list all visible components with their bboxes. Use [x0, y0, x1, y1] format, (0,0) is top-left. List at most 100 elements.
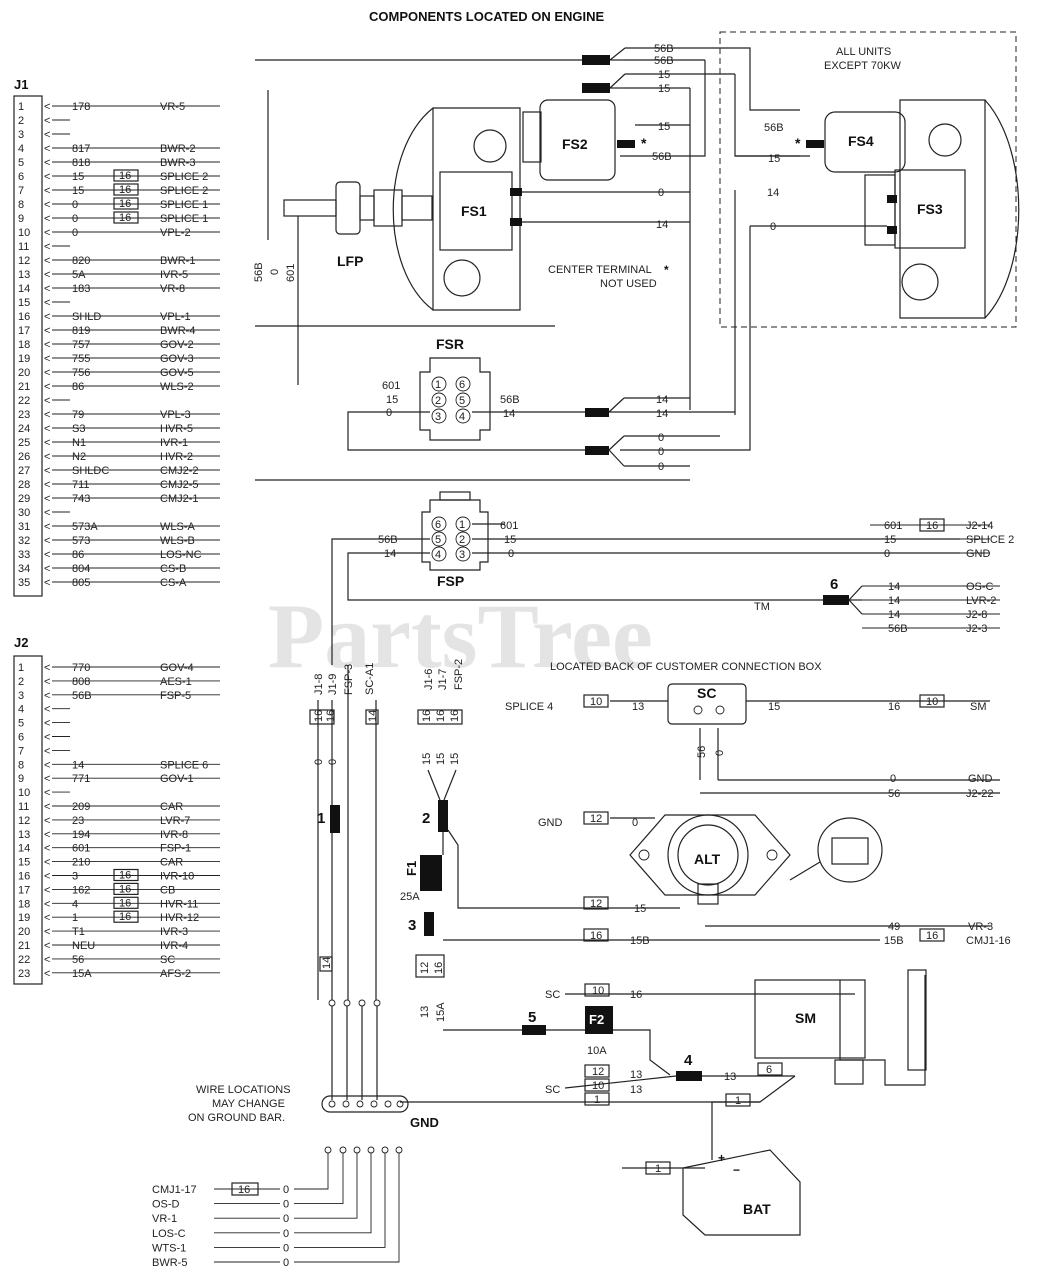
pin-destination: GOV-5: [160, 367, 194, 379]
ground-gauge-box: [231, 1182, 259, 1196]
pin-destination: LOS-NC: [160, 549, 202, 561]
ground-wire: [294, 1153, 358, 1219]
pin-number: 14: [18, 843, 30, 855]
splice6-wire-label: 14: [888, 581, 900, 593]
pin-wire-label: 4: [72, 898, 78, 910]
connector-1-label: 1: [317, 810, 325, 827]
ground-wire: [294, 1153, 400, 1263]
gauge-box: [645, 1161, 671, 1175]
asterisk-mark: *: [664, 263, 669, 277]
pin-destination: BWR-2: [160, 143, 195, 155]
sm-label: SM: [795, 1010, 816, 1026]
gauge-box: [584, 1092, 610, 1106]
pin-destination: CAR: [160, 801, 183, 813]
pin-socket: <: [44, 213, 50, 225]
gauge-box: [757, 1062, 783, 1076]
pin-destination: GOV-1: [160, 773, 194, 785]
gauge-box: [309, 709, 335, 725]
pin-socket: <: [44, 241, 50, 253]
gauge-label: 14: [321, 957, 333, 969]
wire-label: 15: [421, 753, 433, 765]
pin-socket: <: [44, 171, 50, 183]
pin-wire-label: 601: [72, 843, 90, 855]
ground-dest: OS-D: [152, 1199, 180, 1211]
pin-wire-label: 0: [72, 213, 78, 225]
ground-dest: WTS-1: [152, 1242, 186, 1254]
wire-label: 14: [656, 408, 668, 420]
alt-plug-detail: [817, 817, 883, 883]
pin-number: 6: [18, 732, 24, 744]
alt-mount: [766, 849, 778, 861]
pin-socket: <: [44, 339, 50, 351]
ground-bar-screws: [328, 1100, 404, 1108]
gnd-label: GND: [538, 817, 563, 829]
ground-bar[interactable]: [321, 1095, 409, 1113]
gnd-bar-label: GND: [410, 1115, 439, 1130]
connector-block: [806, 140, 824, 148]
gauge-label: 16: [435, 710, 447, 722]
wire-label: 56B: [764, 122, 784, 134]
sc-label-small: SC: [545, 1084, 560, 1096]
pin-wire-label: 56: [72, 954, 84, 966]
splice6-dest: J2-3: [966, 623, 987, 635]
pin-socket: <: [44, 940, 50, 952]
pin-wire-label: 23: [72, 815, 84, 827]
gauge-label: 14: [367, 710, 379, 722]
svg-text:5: 5: [435, 534, 441, 546]
pin-wire-label: 770: [72, 662, 90, 674]
wire-label: 15: [504, 534, 516, 546]
connector-4-label: 4: [684, 1052, 693, 1069]
pin-number: 12: [18, 815, 30, 827]
fs2-label: FS2: [562, 136, 588, 152]
wire-label: 0: [658, 461, 664, 473]
pin-number: 2: [18, 676, 24, 688]
pin-number: 13: [18, 829, 30, 841]
pin-wire-label: 756: [72, 367, 90, 379]
lfp-diaphragm: [335, 181, 361, 235]
pin-socket: <: [44, 690, 50, 702]
pin-destination: VR-8: [160, 283, 185, 295]
pin-socket: <: [44, 843, 50, 855]
pin-wire-label: 5A: [72, 269, 86, 281]
wire-label: 13: [419, 1006, 431, 1018]
fs1-valve-body: [432, 107, 521, 311]
pin-socket: <: [44, 157, 50, 169]
pin-wire-label: T1: [72, 926, 85, 938]
wire-label: 0: [327, 759, 339, 765]
svg-text:FSP-3: FSP-3: [343, 664, 355, 695]
svg-text:3: 3: [435, 411, 441, 423]
pin-wire-label: SHLD: [72, 311, 101, 323]
gauge-label: 16: [449, 710, 461, 722]
fuse-f2: [585, 1006, 613, 1034]
fuse-f1-label: F1: [404, 861, 419, 876]
pin-wire-label: 804: [72, 563, 90, 575]
connector-block: [582, 55, 610, 65]
pin-number: 15: [18, 857, 30, 869]
wire-label: 13: [632, 701, 644, 713]
wire-label: 15: [768, 153, 780, 165]
pin-destination: CB: [160, 884, 175, 896]
sc-terminal: [693, 705, 703, 715]
ground-wire: [294, 1153, 344, 1205]
wire-label: 15: [658, 121, 670, 133]
pin-wire-label: 819: [72, 325, 90, 337]
wire-label: 13: [724, 1071, 736, 1083]
bat-label: BAT: [743, 1201, 771, 1217]
except-note: EXCEPT 70KW: [824, 60, 901, 72]
fsp-right-wire-label: 0: [884, 548, 890, 560]
svg-text:6: 6: [435, 519, 441, 531]
pin-destination: CS-A: [160, 577, 187, 589]
pin-wire-label: 178: [72, 101, 90, 113]
fuse-f2-rating: 10A: [587, 1045, 607, 1057]
wire-label: 0: [890, 773, 896, 785]
connector-6-block: [823, 595, 849, 605]
wire-label: 49: [888, 921, 900, 933]
pin-number: 31: [18, 521, 30, 533]
splice6-wire-label: 14: [888, 609, 900, 621]
pin-gauge-box: [113, 183, 139, 196]
pin-number: 35: [18, 577, 30, 589]
pin-gauge-box: [113, 169, 139, 182]
gauge-box: [919, 694, 945, 708]
